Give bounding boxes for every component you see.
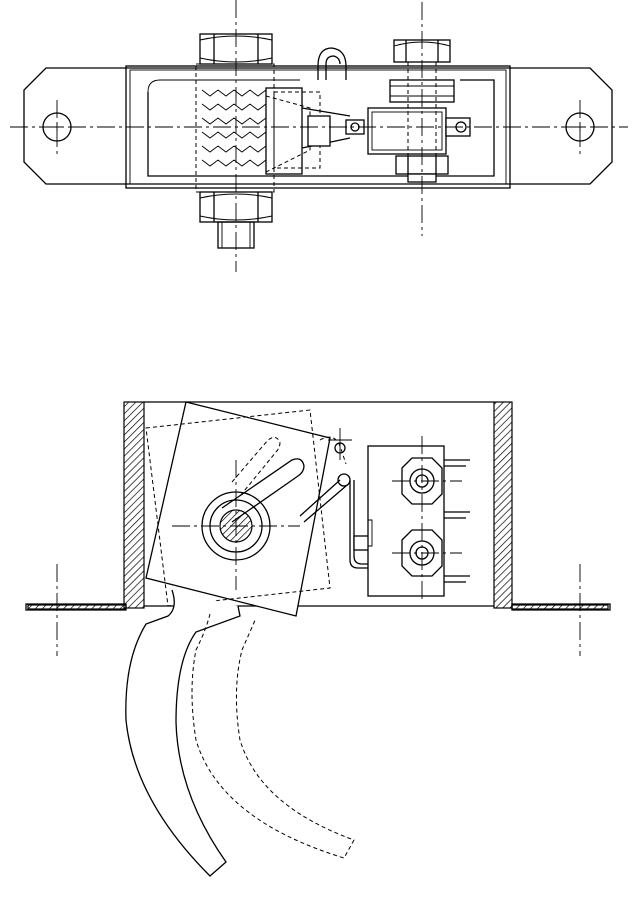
base-flange: [25, 603, 127, 611]
micro-switch-top: [367, 107, 447, 155]
lever-plate: [145, 401, 331, 617]
lever-plate-alt-position: [145, 409, 331, 607]
top-view: [10, 0, 628, 272]
lever-body-top: [265, 87, 303, 175]
trigger-lever: [125, 589, 241, 877]
base-flange-right-hatch: [511, 604, 609, 610]
spring-housing: [195, 63, 275, 193]
side-view: [25, 401, 611, 877]
hook: [317, 47, 347, 80]
housing-wall-right: [493, 401, 513, 609]
housing-wall: [147, 79, 495, 177]
spring-coils: [201, 89, 267, 167]
base-flange-left-hatch: [27, 604, 127, 610]
spring-arm: [299, 479, 347, 523]
housing-wall-left: [123, 401, 145, 609]
flange-plate-outline: [23, 67, 613, 185]
lever-slot: [221, 458, 305, 523]
spring-wire: [349, 480, 372, 569]
trigger-lever-alt-position: [191, 613, 355, 859]
actuator-tip: [307, 115, 331, 147]
switch-terminals: [444, 459, 470, 583]
